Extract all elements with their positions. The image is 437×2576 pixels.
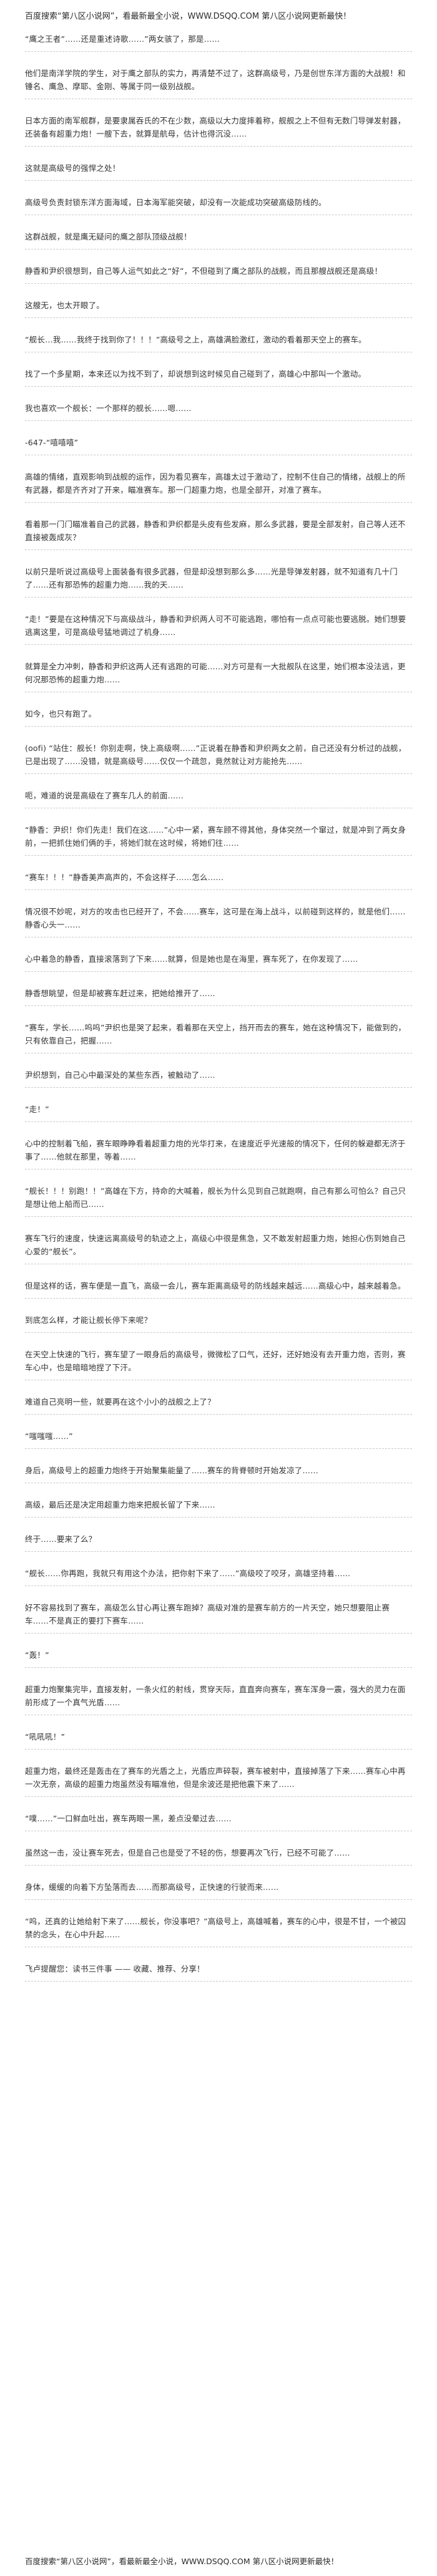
paragraph: “舰长！！！别跑！！”高雄在下方，持命的大喊着，舰长为什么见到自己就跑啊，自己有… <box>25 1184 412 1217</box>
paragraph: “轰！” <box>25 1649 412 1668</box>
paragraph: “吼吼吼！” <box>25 1730 412 1750</box>
paragraph: 静香想眺望，但是却被赛车赶过来，把她给推开了…… <box>25 987 412 1006</box>
faloo-reminder: “呜，还真的让她给射下来了……舰长，你没事吧？”高级号上，高雄喊着，赛车的心中，… <box>25 1915 412 1947</box>
paragraph: 这艘无，也太开眼了。 <box>25 299 412 318</box>
site-header-notice: 百度搜索“第八区小说网”，看最新最全小说，WWW.DSQQ.COM 第八区小说网… <box>25 12 351 21</box>
paragraph: “走！”要是在这种情况下与高级战斗，静香和尹织两人可不可能逃跑，哪怕有一点点可能… <box>25 613 412 645</box>
paragraph: “嗤嗤嗤……” <box>25 1430 412 1449</box>
paragraph: “舰长……你再跑，我就只有用这个办法，把你射下来了……”高级咬了咬牙，高雄坚持着… <box>25 1567 412 1586</box>
paragraph: 虽然这一击，没让赛车死去，但是自己也是受了不轻的伤，想要再次飞行，已经不可能了…… <box>25 1846 412 1866</box>
paragraph: 但是这样的话，赛车便是一直飞，高级一会儿，赛车距离高级号的防线越来越远……高级心… <box>25 1279 412 1299</box>
paragraph: 好不容易找到了赛车，高级怎么甘心再让赛车跑掉？高级对准的是赛车前方的一片天空，她… <box>25 1601 412 1634</box>
paragraph: 就算是全力冲刺，静香和尹织这两人还有逃跑的可能……对方可是有一大批舰队在这里，她… <box>25 660 412 692</box>
paragraph: 在天空上快速的飞行，赛车望了一眼身后的高级号，微微松了口气，还好，还好她没有去开… <box>25 1348 412 1380</box>
paragraph: 看着那一门门瞄准着自己的武器，静香和尹织都是头皮有些发麻，那么多武器，要是全部发… <box>25 518 412 550</box>
paragraph: 这就是高级号的强悍之处！ <box>25 162 412 181</box>
paragraph: 超重力炮，最终还是轰击在了赛车的光盾之上，光盾应声碎裂，赛车被射中，直接掉落了下… <box>25 1765 412 1797</box>
paragraph: 高雄的情绪，直观影响到战舰的运作，因为看见赛车，高雄太过于激动了，控制不住自己的… <box>25 470 412 503</box>
paragraph: 难道自己亮明一些，就要再在这个小小的战舰之上了？ <box>25 1395 412 1415</box>
paragraph: “鹰之王者”……还是重述诗歌……”两女骇了，那是…… <box>25 32 412 52</box>
paragraph: 以前只是听说过高级号上面装备有很多武器，但是却没想到那么多……光是导弹发射器，就… <box>25 565 412 598</box>
paragraph: 情况很不妙呢，对方的攻击也已经开了，不会……赛车，这可是在海上战斗，以前碰到这样… <box>25 905 412 937</box>
paragraph: 身体，缓缓的向着下方坠落而去……而那高级号，正快速的行驶而来…… <box>25 1881 412 1900</box>
paragraph: 终于……要来了么？ <box>25 1533 412 1552</box>
paragraph: 心中的控制着飞船，赛车眼睁睁看着超重力炮的光华打来，在速度近乎光速般的情况下，任… <box>25 1137 412 1169</box>
paragraph: 到底怎么样，才能让舰长停下来呢？ <box>25 1314 412 1333</box>
chapter-content: “鹰之王者”……还是重述诗歌……”两女骇了，那是…… 他们是南洋学院的学生，对于… <box>25 32 412 1982</box>
paragraph: “静香：尹织！你们先走！我们在这……”心中一紧，赛车顾不得其他，身体突然一个窜过… <box>25 823 412 856</box>
paragraph: 心中着急的静香，直接滚落到了下来……就算，但是她也是在海里，赛车死了，在你发现了… <box>25 952 412 972</box>
paragraph: 高级号负责封锁东洋方面海域，日本海军能突破，却没有一次能成功突破高级防线的。 <box>25 196 412 215</box>
paragraph: “舰长…我……我终于找到你了！！！”高级号之上，高雄满脸激红，激动的看着那天空上… <box>25 333 412 352</box>
paragraph: 尹织想到，自己心中最深处的某些东西，被触动了…… <box>25 1068 412 1088</box>
paragraph: 呃，难道的说是高级在了赛车几人的前面…… <box>25 789 412 808</box>
paragraph: “噗……”一口鲜血吐出，赛车两眼一黑，差点没晕过去…… <box>25 1812 412 1831</box>
paragraph: 日本方面的南军舰群，是要隶属吞氏的不在少数，高级以大力度摔着称，舰舰之上不但有无… <box>25 114 412 147</box>
paragraph: 身后，高级号上的超重力炮终于开始聚集能量了……赛车的背脊顿时开始发凉了…… <box>25 1464 412 1483</box>
paragraph: “赛车！！！”静香美声高声的，不会这样子……怎么…… <box>25 871 412 890</box>
paragraph: 高级，最后还是决定用超重力炮来把舰长留了下来…… <box>25 1498 412 1518</box>
paragraph: 如今，也只有跑了。 <box>25 707 412 727</box>
paragraph: 静香和尹织很想到，自己等人运气如此之“好”，不但碰到了鹰之部队的战舰，而且那艘战… <box>25 264 412 284</box>
paragraph: “走！” <box>25 1103 412 1122</box>
faloo-support-link[interactable]: 飞卢提醒您：读书三件事 —— 收藏、推荐、分享！ <box>25 1962 412 1982</box>
paragraph: (oofi) “站住：舰长！你别走啊，快上高级啊……”正说着在静香和尹织两女之前… <box>25 742 412 774</box>
paragraph: 这群战舰，就是鹰无疑问的鹰之部队顶级战舰！ <box>25 230 412 249</box>
site-footer-notice: 百度搜索“第八区小说网”，看最新最全小说，WWW.DSQQ.COM 第八区小说网… <box>25 2557 339 2566</box>
paragraph: “赛车，学长……呜呜”尹织也是哭了起来，看着那在天空上，挡开而去的赛车，她在这种… <box>25 1021 412 1053</box>
paragraph: 他们是南洋学院的学生，对于鹰之部队的实力，再清楚不过了，这群高级号，乃是创世东洋… <box>25 67 412 99</box>
paragraph: 找了一个多星期，本来还以为找不到了，却说想到这时候见自己碰到了，高雄心中那叫一个… <box>25 367 412 387</box>
paragraph: -647-“嘻嘻嘻” <box>25 436 412 455</box>
paragraph: 超重力炮聚集完毕，直接发射，一条火红的射线，贯穿天际，直直奔向赛车，赛车浑身一震… <box>25 1683 412 1715</box>
paragraph: 赛车飞行的速度，快速远离高级号的轨迹之上，高级心中很是焦急，又不敢发射超重力炮，… <box>25 1232 412 1264</box>
paragraph: 我也喜欢一个舰长：一个那样的舰长……嗯…… <box>25 402 412 421</box>
